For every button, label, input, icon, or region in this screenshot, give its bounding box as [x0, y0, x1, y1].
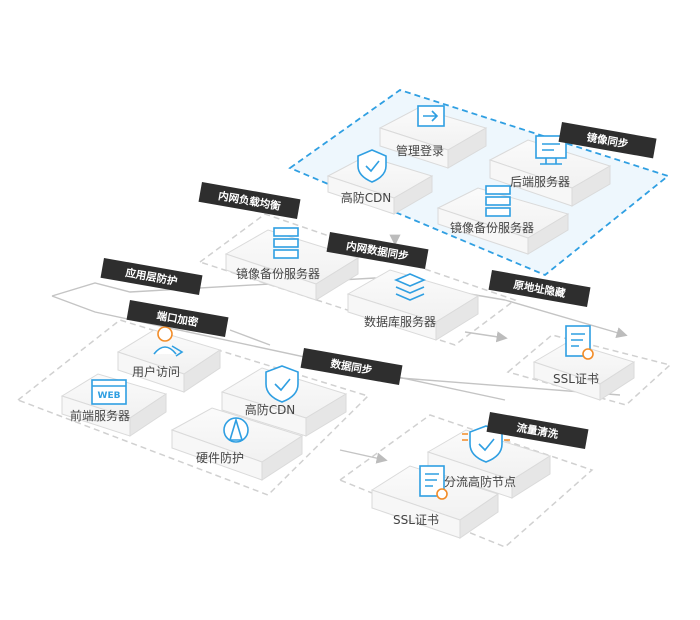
- user-icon: [153, 326, 184, 357]
- connector-db: [464, 331, 508, 343]
- node-ssl-right: [532, 341, 636, 401]
- tag-intranet-lb: 内网负载均衡: [198, 182, 301, 220]
- connector-traffic: [339, 449, 388, 464]
- label-ssl-right: SSL证书: [553, 372, 599, 386]
- hardware-icon: [223, 417, 249, 443]
- tag-intranet-data-sync: 内网数据同步: [326, 232, 429, 270]
- label-frontend-server: 前端服务器: [70, 408, 130, 423]
- tag-mirror-sync: 镜像同步: [558, 122, 657, 159]
- node-database-server: [346, 269, 480, 341]
- label-mirror-backup-top: 镜像备份服务器: [450, 220, 534, 235]
- layers-icon: [393, 273, 427, 301]
- icons: [91, 105, 594, 500]
- web-window-icon: [91, 379, 127, 405]
- monitor-icon: [535, 135, 567, 165]
- node-labels: 管理登录 高防CDN 后端服务器 镜像备份服务器 镜像备份服务器 数据库服务器 …: [70, 143, 599, 527]
- intranet-group-outline: [198, 213, 517, 346]
- label-backend-server: 后端服务器: [510, 174, 570, 189]
- label-admin-login: 管理登录: [396, 143, 444, 158]
- label-mirror-backup-mid: 镜像备份服务器: [236, 266, 320, 281]
- label-database-server: 数据库服务器: [364, 314, 436, 329]
- shield-icon: [265, 365, 299, 403]
- node-admin-login: [378, 107, 488, 169]
- connector-to-origin: [504, 299, 628, 339]
- tag-port-encrypt: 端口加密: [126, 300, 229, 338]
- tag-traffic-clean: 流量清洗: [486, 412, 589, 450]
- node-boxes: [60, 107, 636, 539]
- label-user-access: 用户访问: [132, 364, 180, 379]
- web-badge: WEB: [98, 391, 121, 401]
- certificate-icon: [419, 465, 448, 500]
- shield-icon: [462, 425, 510, 463]
- traffic-group-outline: [338, 414, 594, 548]
- monitor-login-icon: [417, 105, 445, 127]
- tag-data-sync: 数据同步: [300, 348, 403, 386]
- label-ssl-bottom: SSL证书: [393, 513, 439, 527]
- label-split-node: 分流高防节点: [444, 474, 516, 489]
- tag-app-layer: 应用层防护: [100, 258, 203, 296]
- connector-user: [229, 329, 271, 346]
- tag-origin-hide: 原地址隐藏: [488, 270, 591, 308]
- certificate-icon: [565, 325, 594, 360]
- server-stack-icon: [485, 185, 511, 217]
- label-cdn-top: 高防CDN: [341, 190, 392, 205]
- tag-labels: 镜像同步 内网负载均衡 内网数据同步 原地址隐藏 应用层防护 端口加密 数据同步: [100, 122, 657, 450]
- node-backend-server: [488, 139, 612, 207]
- server-stack-icon: [273, 227, 299, 259]
- label-cdn-mid: 高防CDN: [245, 402, 296, 417]
- label-hardware-protect: 硬件防护: [196, 450, 244, 465]
- shield-icon: [357, 149, 387, 183]
